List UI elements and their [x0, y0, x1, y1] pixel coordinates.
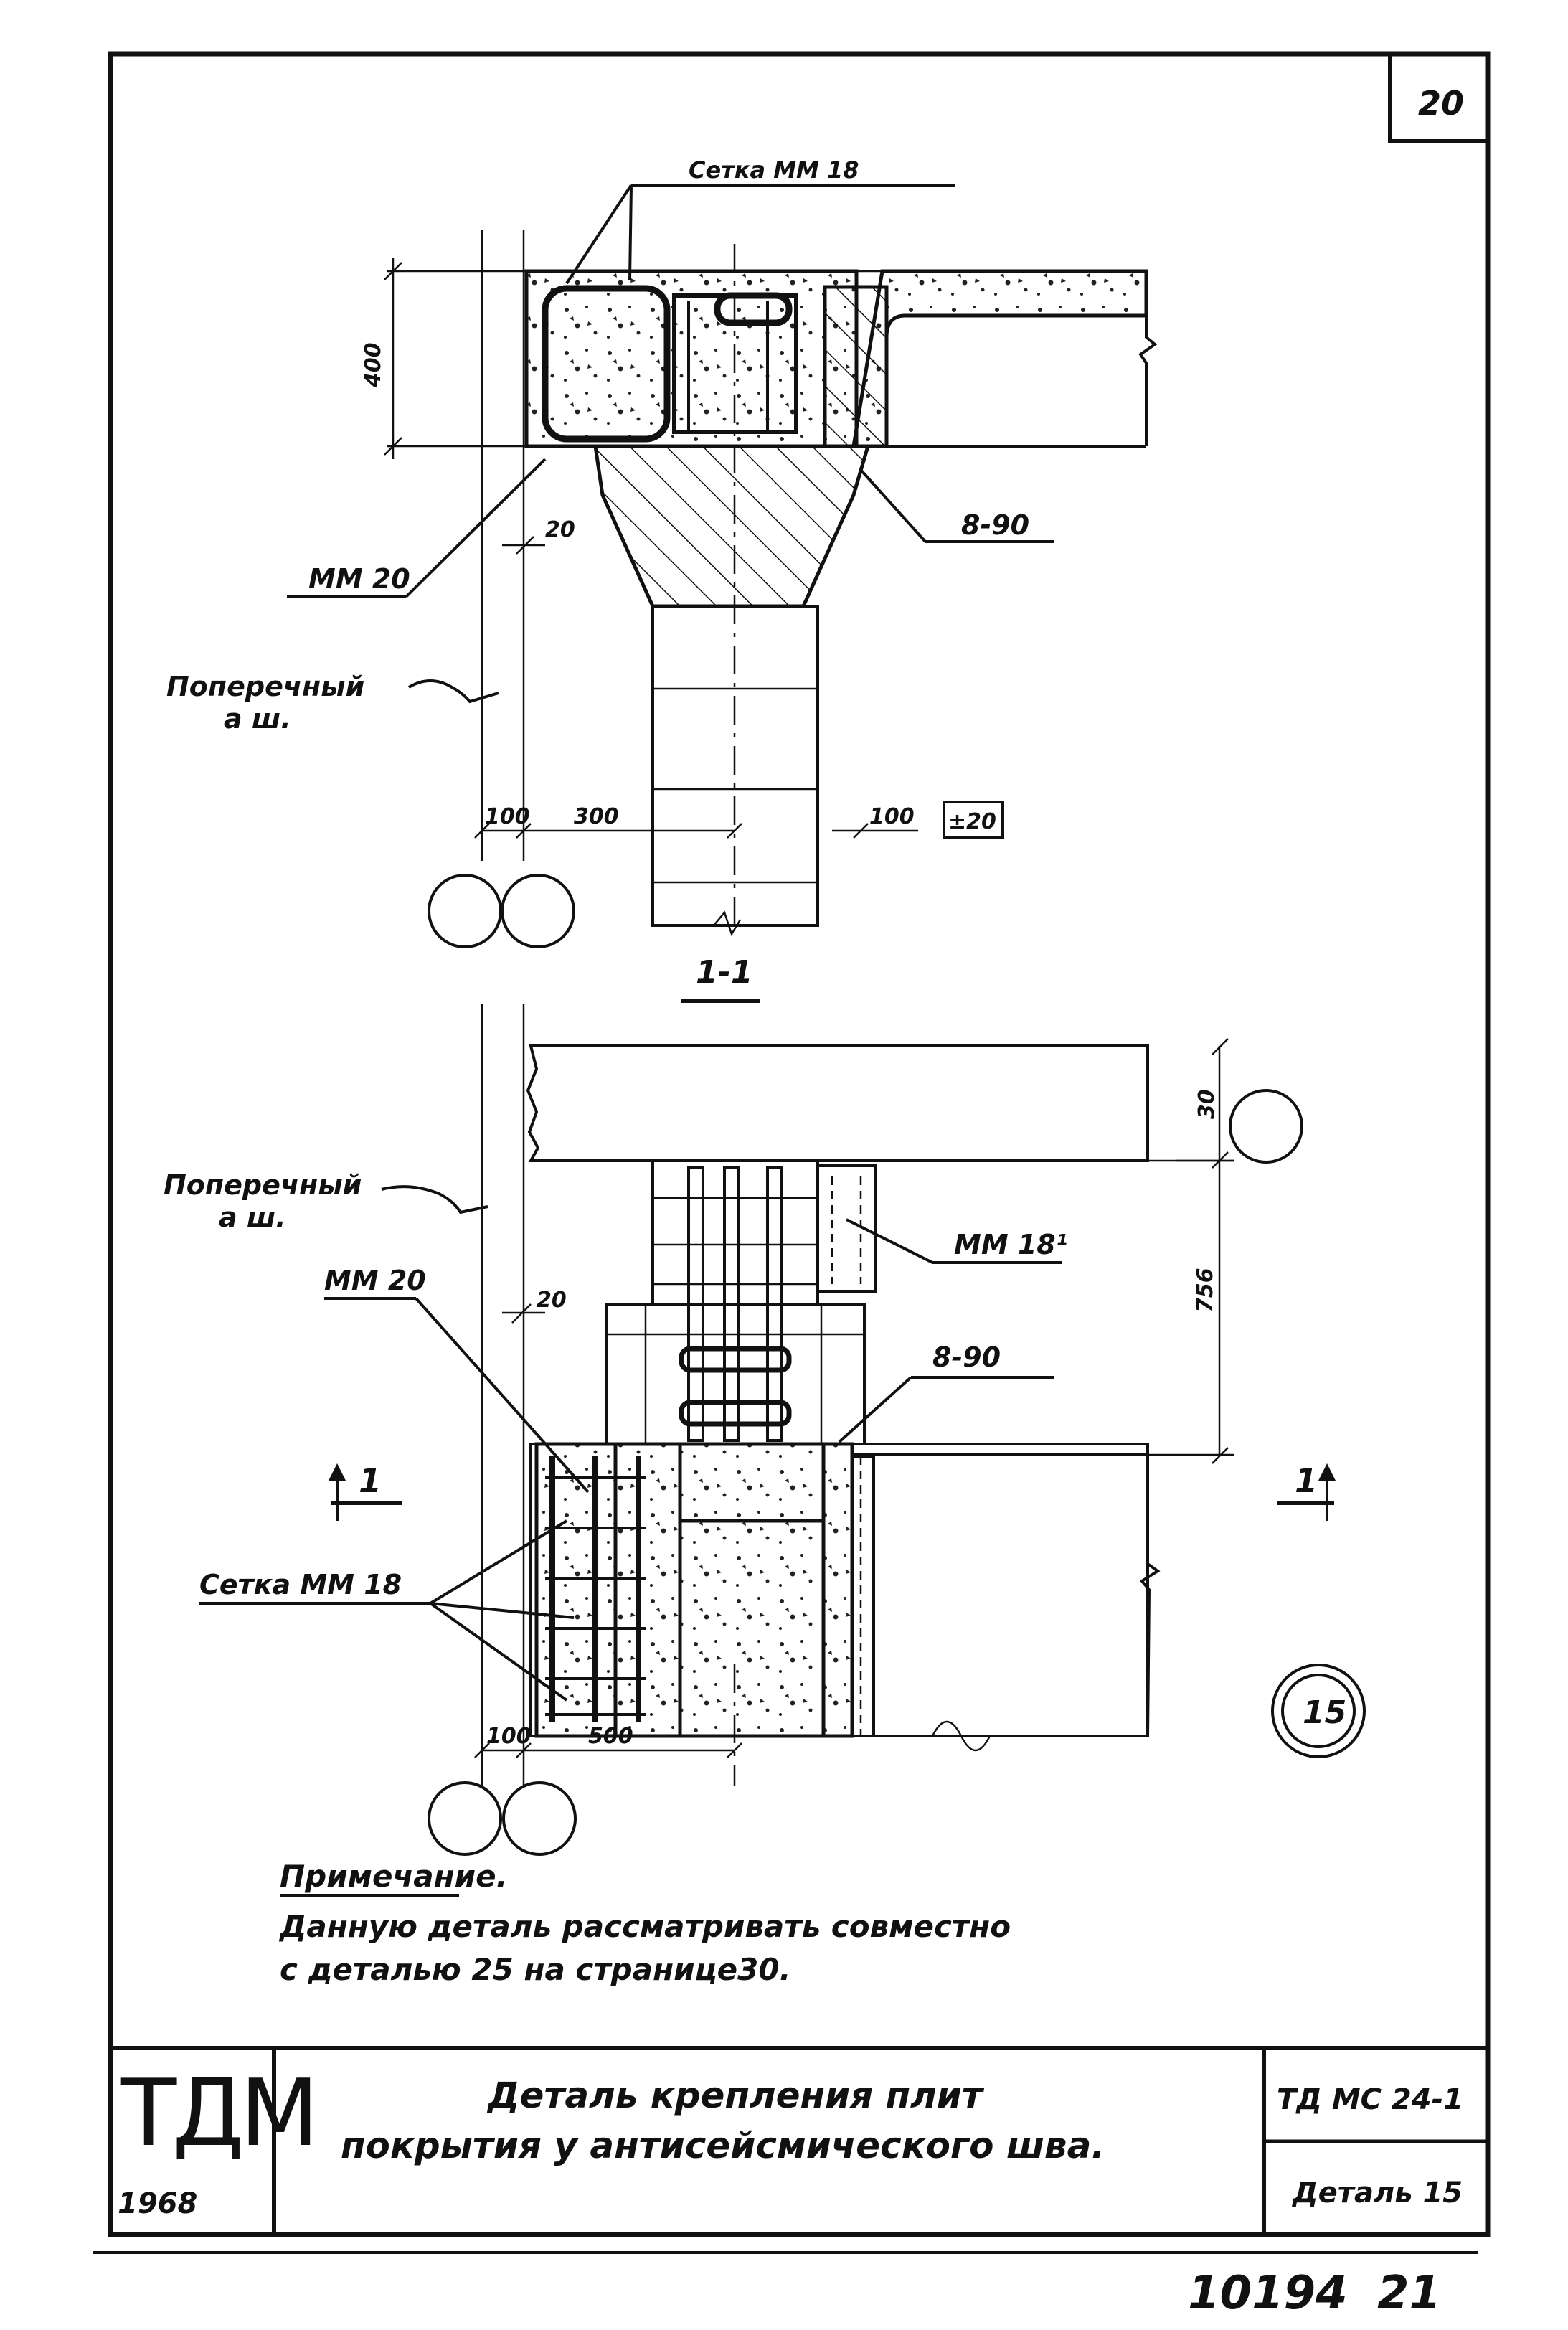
top-height-dim: 400 — [361, 342, 386, 388]
s11-axis-label-line2: а ш. — [219, 1202, 286, 1233]
top-axis-label-line2: а ш. — [224, 703, 291, 735]
top-axis-label-line1: Поперечный — [166, 671, 364, 702]
detail-code: Деталь 15 — [1291, 2176, 1463, 2209]
section-1-1 — [199, 1004, 1366, 1856]
title-line-1: Деталь крепления плит — [486, 2075, 985, 2116]
top-section — [287, 184, 1158, 948]
page-number: 20 — [1418, 84, 1464, 123]
top-dim-300: 300 — [574, 804, 619, 829]
top-dim-20: 20 — [545, 517, 575, 542]
s11-dim-20: 20 — [537, 1288, 567, 1313]
sheet-frame — [108, 51, 1491, 2237]
s11-detail-number: 15 — [1303, 1694, 1346, 1731]
title-line-2: покрытия у антисейсмического шва. — [341, 2125, 1105, 2166]
s11-bar-label: 8-90 — [932, 1341, 1001, 1373]
s11-mm18-label: ММ 18¹ — [954, 1229, 1067, 1260]
s11-dim-100: 100 — [486, 1724, 532, 1749]
s11-mm20-label: ММ 20 — [324, 1265, 426, 1296]
s11-dim-500: 500 — [588, 1724, 633, 1749]
title-block — [110, 2046, 1488, 2235]
s11-mesh-label: Сетка ММ 18 — [199, 1569, 402, 1600]
note-heading: Примечание. — [280, 1859, 508, 1894]
s11-axis-label-line1: Поперечный — [164, 1169, 362, 1201]
top-mm20-label: ММ 20 — [308, 563, 410, 595]
series-code: ТД МС 24-1 — [1277, 2083, 1463, 2116]
s11-cut-left: 1 — [359, 1461, 382, 1500]
note-line-2: с деталью 25 на странице30. — [280, 1952, 791, 1987]
s11-dim-756: 756 — [1193, 1268, 1218, 1313]
year: 1968 — [118, 2187, 197, 2220]
axis-marker-circle-right — [501, 874, 575, 948]
top-dim-100-right: 100 — [869, 804, 915, 829]
note-line-1: Данную деталь рассматривать совместно — [278, 1909, 1011, 1944]
axis-marker-circle-left — [428, 874, 502, 948]
s11-cut-right: 1 — [1295, 1461, 1318, 1500]
top-mesh-label: Сетка ММ 18 — [689, 156, 859, 184]
top-bar-label: 8-90 — [961, 509, 1029, 541]
section-title: 1-1 — [696, 954, 753, 991]
top-dim-100-left: 100 — [485, 804, 530, 829]
archive-page: 21 — [1377, 2267, 1441, 2320]
detail-marker-inner — [1281, 1674, 1356, 1748]
top-tolerance: ±20 — [948, 809, 996, 834]
logo: ТДМ — [120, 2060, 315, 2167]
archive-number: 10194 — [1188, 2267, 1348, 2320]
s11-dim-30: 30 — [1194, 1089, 1219, 1119]
detail-marker-outer — [1271, 1664, 1366, 1758]
